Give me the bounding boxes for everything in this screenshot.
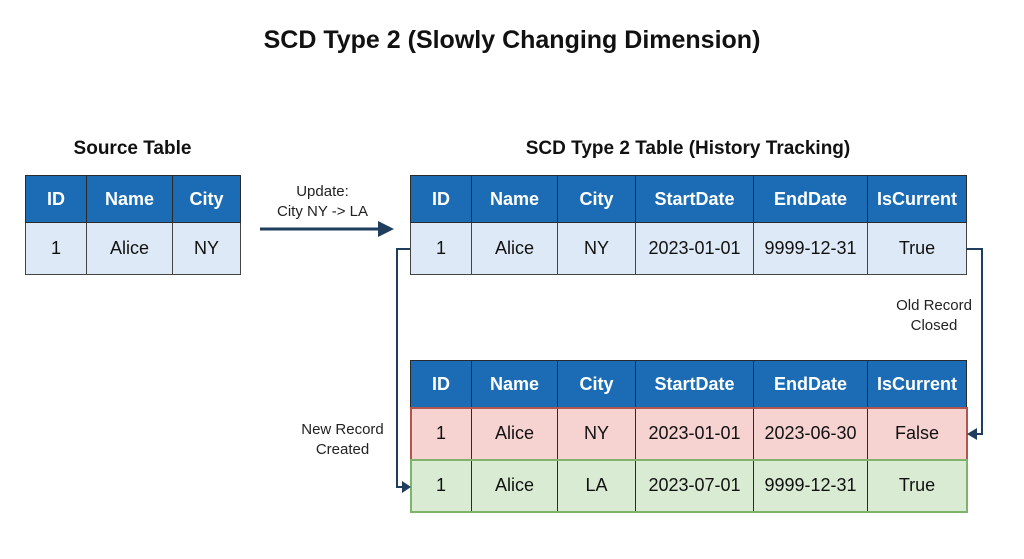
cell-startdate: 2023-01-01: [635, 222, 754, 275]
new-record-arrow: [396, 248, 411, 493]
update-arrow: [260, 221, 394, 237]
update-label-line2: City NY -> LA: [276, 203, 368, 220]
new-record-label-line2: Created: [315, 441, 370, 458]
header-name: Name: [471, 175, 558, 223]
new-record-row: 1 Alice LA 2023-07-01 9999-12-31 True: [409, 458, 968, 513]
table-row: 1 Alice NY: [25, 222, 241, 275]
update-label: Update: City NY -> LA: [250, 182, 395, 222]
result-table: ID Name City StartDate EndDate IsCurrent…: [409, 360, 968, 513]
cell-iscurrent: True: [867, 459, 967, 512]
history-table: ID Name City StartDate EndDate IsCurrent…: [410, 175, 967, 275]
cell-enddate: 2023-06-30: [753, 407, 868, 460]
cell-id: 1: [25, 222, 87, 275]
new-record-label-line1: New Record: [301, 421, 384, 438]
old-record-label: Old Record Closed: [884, 296, 984, 336]
cell-name: Alice: [86, 222, 173, 275]
cell-id: 1: [410, 222, 472, 275]
old-record-arrow: [966, 248, 983, 440]
header-startdate: StartDate: [635, 360, 754, 408]
closed-record-row: 1 Alice NY 2023-01-01 2023-06-30 False: [409, 406, 968, 461]
header-city: City: [172, 175, 241, 223]
new-record-label: New Record Created: [290, 420, 395, 460]
cell-city: NY: [172, 222, 241, 275]
header-enddate: EndDate: [753, 360, 868, 408]
cell-id: 1: [410, 407, 472, 460]
header-id: ID: [410, 175, 472, 223]
cell-city: NY: [557, 222, 636, 275]
source-table-title: Source Table: [73, 138, 192, 159]
header-name: Name: [471, 360, 558, 408]
table-row: 1 Alice NY 2023-01-01 9999-12-31 True: [410, 222, 967, 275]
page-title: SCD Type 2 (Slowly Changing Dimension): [263, 26, 761, 54]
update-label-line1: Update:: [296, 183, 349, 200]
cell-enddate: 9999-12-31: [753, 459, 868, 512]
cell-name: Alice: [471, 222, 558, 275]
cell-city: NY: [557, 407, 636, 460]
header-enddate: EndDate: [753, 175, 868, 223]
cell-enddate: 9999-12-31: [753, 222, 868, 275]
header-id: ID: [410, 360, 472, 408]
cell-iscurrent: False: [867, 407, 967, 460]
cell-iscurrent: True: [867, 222, 967, 275]
header-row: ID Name City: [25, 175, 241, 223]
cell-city: LA: [557, 459, 636, 512]
header-startdate: StartDate: [635, 175, 754, 223]
header-name: Name: [86, 175, 173, 223]
header-row: ID Name City StartDate EndDate IsCurrent: [410, 360, 967, 408]
header-iscurrent: IsCurrent: [867, 360, 967, 408]
cell-startdate: 2023-01-01: [635, 407, 754, 460]
header-iscurrent: IsCurrent: [867, 175, 967, 223]
old-record-label-line1: Old Record: [896, 297, 972, 314]
old-record-label-line2: Closed: [910, 317, 958, 334]
header-row: ID Name City StartDate EndDate IsCurrent: [410, 175, 967, 223]
cell-id: 1: [410, 459, 472, 512]
cell-name: Alice: [471, 459, 558, 512]
history-table-title: SCD Type 2 Table (History Tracking): [525, 138, 851, 159]
source-table: ID Name City 1 Alice NY: [25, 175, 241, 275]
